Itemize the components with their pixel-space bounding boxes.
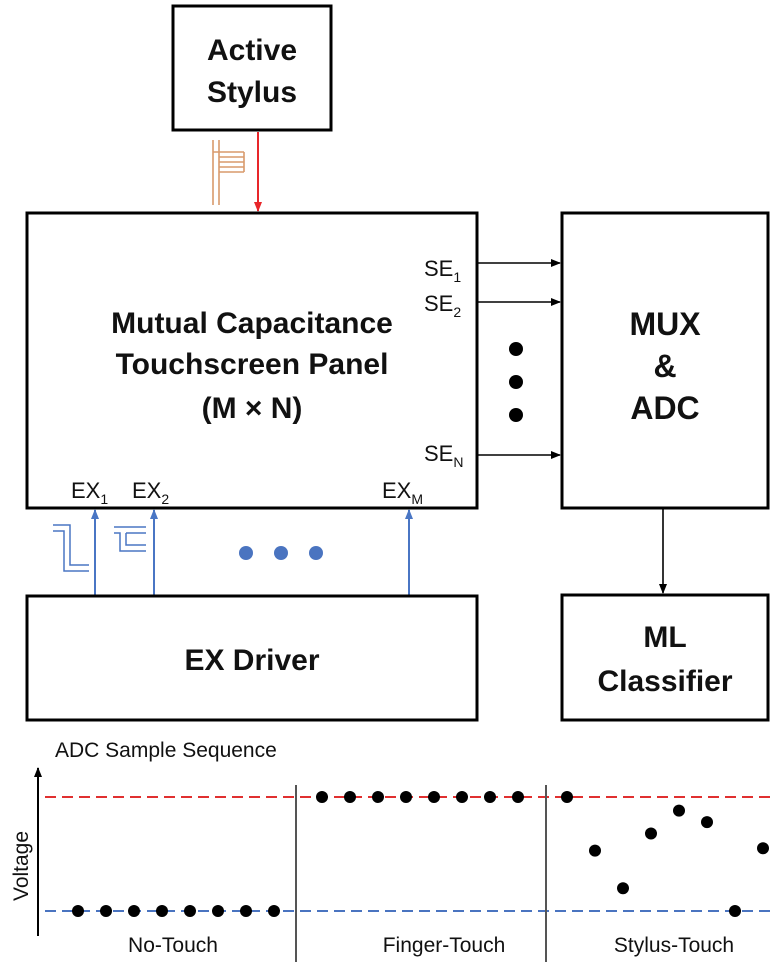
sample-point <box>729 905 741 917</box>
plot-title: ADC Sample Sequence <box>55 739 277 762</box>
pulse-waveform-2-icon <box>114 526 146 552</box>
sample-point <box>512 791 524 803</box>
section-label-finger-touch: Finger-Touch <box>383 934 506 957</box>
sample-points <box>72 791 769 917</box>
sample-point <box>617 882 629 895</box>
sense-ellipsis-icon <box>509 342 523 422</box>
sample-point <box>645 827 657 840</box>
sample-point <box>484 791 496 803</box>
sample-point <box>212 905 224 917</box>
panel-label-line3: (M × N) <box>202 392 303 425</box>
classifier-label-line2: Classifier <box>597 665 732 698</box>
mux-adc-block: MUX & ADC <box>560 211 770 510</box>
sample-point <box>72 905 84 917</box>
section-label-stylus-touch: Stylus-Touch <box>614 934 734 957</box>
sample-point <box>100 905 112 917</box>
stylus-label-line1: Active <box>207 34 297 67</box>
sample-point <box>757 842 769 855</box>
coil-icon <box>212 140 245 205</box>
sample-sequence-plot: ADC Sample Sequence Voltage No-Touch Fin… <box>10 739 770 962</box>
excite-port-1-label: EX1 <box>71 478 108 507</box>
sense-port-2-label: SE2 <box>424 291 461 320</box>
sense-port-1-label: SE1 <box>424 256 461 285</box>
sample-point <box>372 791 384 803</box>
sample-point <box>428 791 440 803</box>
sample-point <box>268 905 280 917</box>
ml-classifier-block: ML Classifier <box>560 593 770 722</box>
sample-point <box>316 791 328 803</box>
sample-point <box>184 905 196 917</box>
touchscreen-panel-block: Mutual Capacitance Touchscreen Panel (M … <box>25 211 479 510</box>
sample-point <box>128 905 140 917</box>
voltage-axis-label: Voltage <box>10 831 33 901</box>
classifier-label-line1: ML <box>643 621 686 654</box>
pulse-waveform-1-outline-icon <box>53 530 89 572</box>
panel-label-line1: Mutual Capacitance <box>111 307 393 340</box>
mux-label-line3: ADC <box>630 390 699 426</box>
excite-ellipsis-icon <box>239 546 323 560</box>
ex-driver-block: EX Driver <box>25 594 479 722</box>
pulse-waveform-1-icon <box>53 524 89 566</box>
sample-point <box>156 905 168 917</box>
mux-label-line1: MUX <box>629 306 701 342</box>
sample-point <box>240 905 252 917</box>
excite-port-2-label: EX2 <box>132 478 169 507</box>
stylus-label-line2: Stylus <box>207 76 297 109</box>
sample-point <box>589 844 601 857</box>
excite-port-m-label: EXM <box>382 478 423 507</box>
ex-driver-label: EX Driver <box>184 644 319 677</box>
active-stylus-block: Active Stylus <box>171 4 333 132</box>
section-label-no-touch: No-Touch <box>128 934 218 957</box>
sample-point <box>400 791 412 803</box>
sample-point <box>561 791 573 803</box>
mux-label-line2: & <box>653 348 676 384</box>
sample-point <box>344 791 356 803</box>
sample-point <box>456 791 468 803</box>
sense-port-n-label: SEN <box>424 441 463 470</box>
panel-label-line2: Touchscreen Panel <box>116 348 389 381</box>
sample-point <box>701 816 713 829</box>
sample-point <box>673 804 685 817</box>
